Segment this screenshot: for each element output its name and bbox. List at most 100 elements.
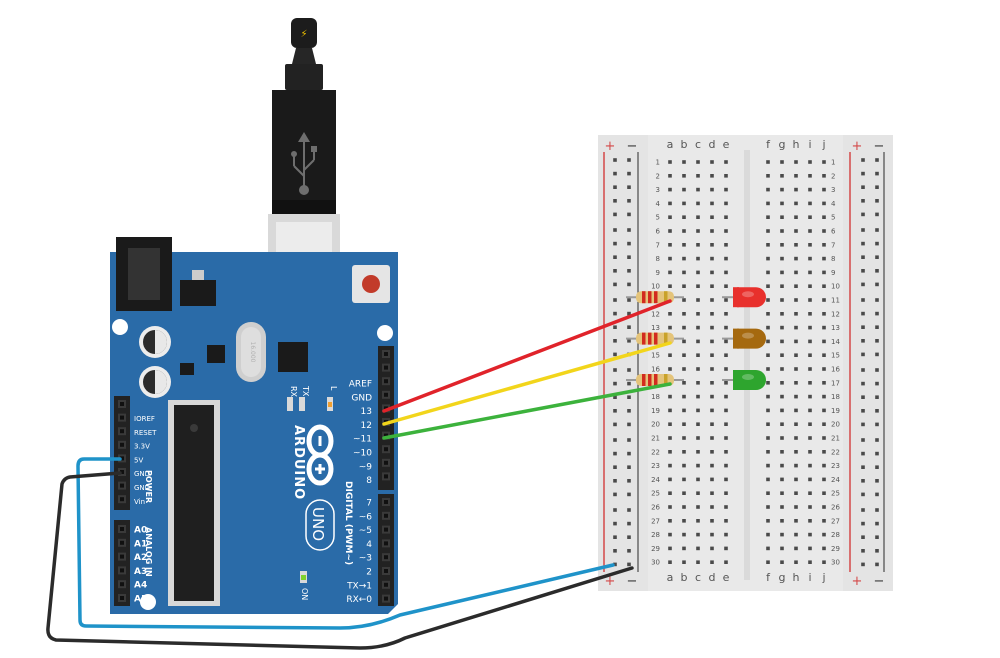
breadboard-hole[interactable] (613, 422, 617, 427)
breadboard-hole[interactable] (808, 463, 812, 468)
breadboard-hole[interactable] (668, 394, 672, 399)
breadboard-hole[interactable] (861, 479, 865, 483)
breadboard-hole[interactable] (627, 311, 631, 316)
breadboard-hole[interactable] (875, 508, 879, 512)
breadboard-hole[interactable] (682, 381, 686, 385)
breadboard-hole[interactable] (794, 325, 798, 330)
breadboard-hole[interactable] (627, 171, 631, 176)
breadboard-hole[interactable] (627, 521, 631, 526)
breadboard-hole[interactable] (724, 325, 728, 330)
breadboard-hole[interactable] (794, 477, 798, 482)
breadboard-hole[interactable] (668, 353, 672, 357)
breadboard-hole[interactable] (724, 160, 728, 164)
breadboard-hole[interactable] (766, 381, 770, 385)
breadboard-hole[interactable] (668, 546, 672, 551)
breadboard-hole[interactable] (766, 560, 770, 564)
breadboard-hole[interactable] (794, 519, 798, 523)
breadboard-hole[interactable] (875, 451, 879, 456)
breadboard-hole[interactable] (724, 187, 728, 192)
breadboard-hole[interactable] (794, 408, 798, 413)
breadboard-hole[interactable] (710, 450, 714, 454)
breadboard-hole[interactable] (822, 491, 826, 495)
breadboard-hole[interactable] (766, 243, 770, 247)
breadboard-hole[interactable] (780, 353, 784, 357)
breadboard-hole[interactable] (808, 408, 812, 413)
breadboard-hole[interactable] (696, 325, 700, 330)
breadboard-hole[interactable] (766, 477, 770, 482)
breadboard-hole[interactable] (613, 311, 617, 316)
breadboard-hole[interactable] (766, 284, 770, 288)
breadboard-hole[interactable] (710, 477, 714, 482)
breadboard-hole[interactable] (861, 185, 865, 189)
breadboard-hole[interactable] (613, 352, 617, 357)
breadboard-hole[interactable] (766, 367, 770, 371)
breadboard-hole[interactable] (696, 463, 700, 468)
breadboard-hole[interactable] (794, 284, 798, 288)
breadboard-hole[interactable] (627, 549, 631, 553)
breadboard-hole[interactable] (794, 463, 798, 468)
breadboard-hole[interactable] (668, 215, 672, 219)
breadboard-hole[interactable] (613, 185, 617, 189)
breadboard-hole[interactable] (696, 491, 700, 495)
breadboard-hole[interactable] (682, 450, 686, 454)
breadboard-hole[interactable] (668, 160, 672, 164)
breadboard-hole[interactable] (861, 171, 865, 176)
breadboard-hole[interactable] (710, 394, 714, 399)
breadboard-hole[interactable] (875, 298, 879, 302)
breadboard-hole[interactable] (822, 408, 826, 413)
breadboard-hole[interactable] (613, 212, 617, 217)
breadboard-hole[interactable] (780, 243, 784, 247)
breadboard-hole[interactable] (668, 477, 672, 482)
breadboard-hole[interactable] (724, 312, 728, 316)
breadboard-hole[interactable] (780, 463, 784, 468)
breadboard-hole[interactable] (696, 560, 700, 564)
breadboard-hole[interactable] (780, 229, 784, 233)
breadboard-hole[interactable] (710, 312, 714, 316)
breadboard-hole[interactable] (682, 408, 686, 413)
breadboard-hole[interactable] (627, 269, 631, 273)
breadboard-hole[interactable] (710, 560, 714, 564)
led[interactable] (722, 328, 766, 349)
breadboard-hole[interactable] (808, 519, 812, 523)
breadboard-hole[interactable] (682, 284, 686, 288)
breadboard-hole[interactable] (875, 339, 879, 343)
breadboard-hole[interactable] (696, 546, 700, 551)
breadboard-hole[interactable] (710, 505, 714, 509)
breadboard-hole[interactable] (808, 339, 812, 344)
breadboard-hole[interactable] (710, 174, 714, 178)
breadboard-hole[interactable] (794, 312, 798, 316)
breadboard-hole[interactable] (808, 546, 812, 551)
breadboard-hole[interactable] (627, 339, 631, 343)
breadboard-hole[interactable] (682, 187, 686, 192)
breadboard-hole[interactable] (710, 201, 714, 206)
breadboard-hole[interactable] (696, 353, 700, 357)
breadboard-hole[interactable] (696, 229, 700, 233)
breadboard-hole[interactable] (627, 368, 631, 372)
breadboard-hole[interactable] (822, 532, 826, 537)
breadboard-hole[interactable] (875, 171, 879, 176)
breadboard-hole[interactable] (627, 562, 631, 567)
breadboard-hole[interactable] (766, 353, 770, 357)
breadboard-hole[interactable] (724, 477, 728, 482)
breadboard-hole[interactable] (822, 353, 826, 357)
breadboard-hole[interactable] (780, 505, 784, 509)
breadboard-hole[interactable] (724, 394, 728, 399)
power-header[interactable] (114, 396, 130, 510)
breadboard-hole[interactable] (875, 479, 879, 483)
breadboard-hole[interactable] (822, 284, 826, 288)
breadboard-hole[interactable] (627, 438, 631, 442)
breadboard-hole[interactable] (822, 270, 826, 275)
breadboard-hole[interactable] (668, 519, 672, 523)
breadboard-hole[interactable] (613, 535, 617, 539)
led[interactable] (722, 287, 766, 308)
breadboard-hole[interactable] (822, 325, 826, 330)
breadboard-hole[interactable] (766, 505, 770, 509)
breadboard-hole[interactable] (822, 546, 826, 551)
breadboard-hole[interactable] (696, 187, 700, 192)
breadboard-hole[interactable] (794, 367, 798, 371)
breadboard-hole[interactable] (875, 352, 879, 357)
breadboard-hole[interactable] (696, 436, 700, 440)
breadboard-hole[interactable] (794, 436, 798, 440)
breadboard-hole[interactable] (861, 508, 865, 512)
